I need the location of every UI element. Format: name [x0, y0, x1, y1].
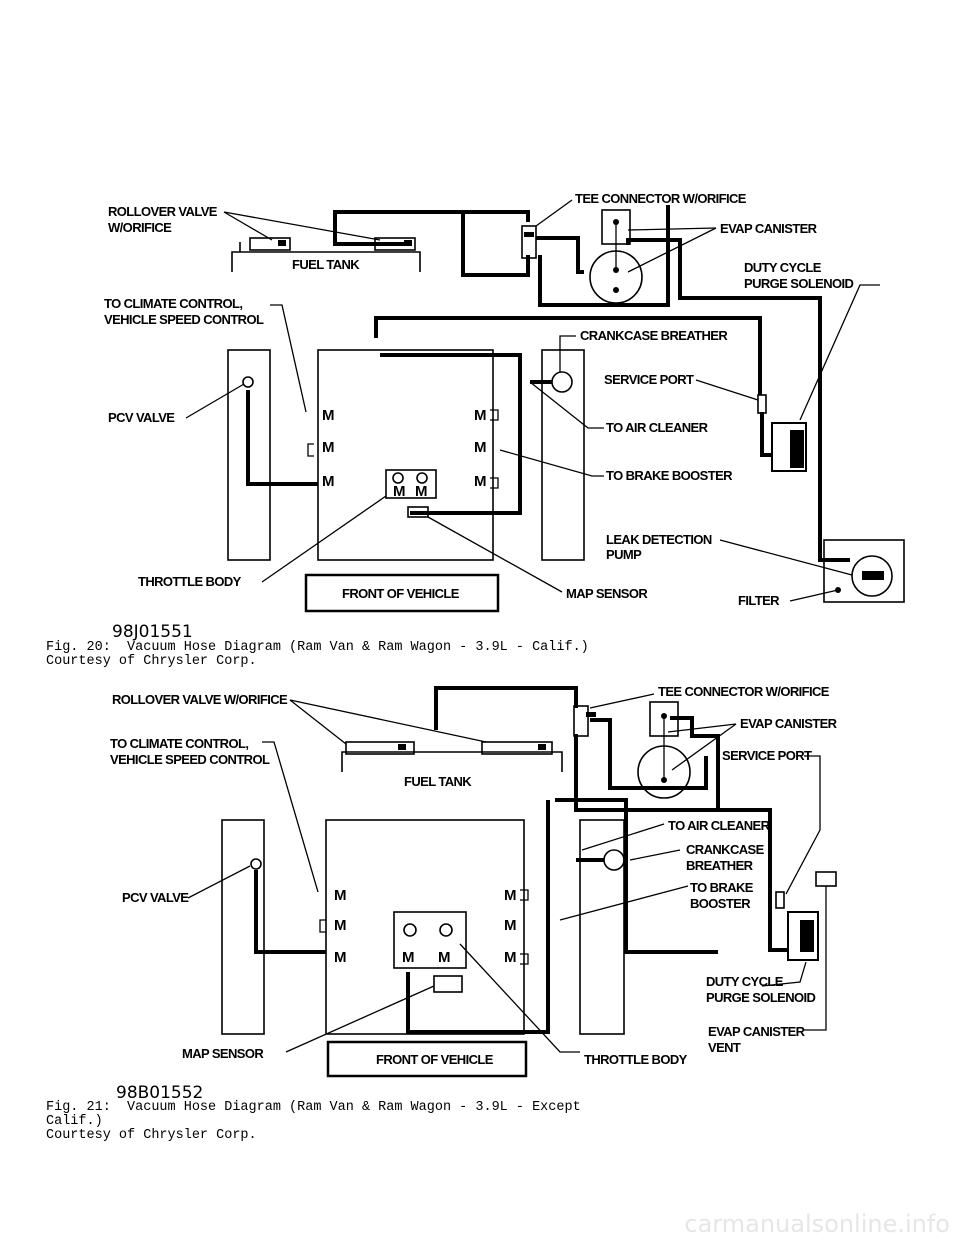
m-port: M — [474, 439, 487, 456]
label-booster: BOOSTER — [690, 896, 751, 911]
label-front-of-vehicle: FRONT OF VEHICLE — [376, 1052, 494, 1067]
label-service-port: SERVICE PORT — [604, 372, 694, 387]
label-to-air-cleaner: TO AIR CLEANER — [606, 420, 709, 435]
m-port: M — [438, 949, 451, 966]
watermark: carmanualsonline.info — [684, 1210, 950, 1238]
m-port: M — [334, 949, 347, 966]
pcv-valve — [242, 376, 318, 486]
leak-detection-pump — [818, 525, 905, 603]
m-ports-fig20: M M M M M M M M — [307, 407, 499, 500]
m-port: M — [504, 949, 517, 966]
label-evap-canister: EVAP CANISTER — [740, 716, 838, 731]
m-port: M — [474, 473, 487, 490]
m-port: M — [322, 439, 335, 456]
hose-front-loop — [406, 800, 550, 1034]
label-crankcase: CRANKCASE — [686, 842, 765, 857]
label-fuel-tank: FUEL TANK — [292, 257, 360, 272]
hose-main-run — [574, 734, 790, 952]
hose-canister-to-engine — [538, 205, 670, 307]
front-of-vehicle-box — [326, 1040, 528, 1078]
label-evap-canister-vent: EVAP CANISTER — [708, 1024, 806, 1039]
label-fuel-tank: FUEL TANK — [404, 774, 472, 789]
hose-canister-to-purge — [670, 716, 720, 812]
evap-canister — [637, 701, 691, 799]
m-port: M — [393, 483, 406, 500]
label-vehicle-speed-control: VEHICLE SPEED CONTROL — [110, 752, 270, 767]
hose-tank-to-tee — [461, 212, 530, 277]
pcv-valve — [250, 858, 326, 954]
m-port: M — [504, 887, 517, 904]
label-evap-canister: EVAP CANISTER — [720, 221, 818, 236]
label-filter: FILTER — [738, 593, 780, 608]
figure-code: 98B01552 — [116, 1083, 203, 1100]
label-front-of-vehicle: FRONT OF VEHICLE — [342, 586, 460, 601]
caption-fig20: Fig. 20: Vacuum Hose Diagram (Ram Van & … — [46, 640, 589, 669]
m-port: M — [504, 917, 517, 934]
leader-lines-fig21 — [187, 693, 827, 1053]
fuel-tank — [341, 741, 563, 772]
vacuum-hose-diagram-calif: M M M M M M M M ROLLOVER VALVE W/ORIFICE… — [104, 191, 905, 642]
tee-connector — [521, 225, 537, 259]
duty-cycle-purge-solenoid — [775, 871, 837, 1025]
hose-throttle-loop — [380, 353, 522, 515]
label-map-sensor: MAP SENSOR — [182, 1046, 264, 1061]
m-port: M — [402, 949, 415, 966]
hose-tee-to-canister — [590, 718, 708, 790]
evap-canister — [589, 209, 643, 304]
m-port: M — [334, 887, 347, 904]
caption-fig21: Fig. 21: Vacuum Hose Diagram (Ram Van & … — [46, 1100, 581, 1143]
label-leak-detection: LEAK DETECTION — [606, 532, 712, 547]
hose-purge-route — [626, 238, 822, 525]
label-climate-control: TO CLIMATE CONTROL, — [110, 736, 248, 751]
label-pump: PUMP — [606, 547, 642, 562]
label-throttle-body: THROTTLE BODY — [584, 1052, 688, 1067]
front-of-vehicle-box — [304, 573, 500, 613]
engine-outline — [221, 819, 625, 1035]
label-service-port: SERVICE PORT — [722, 748, 812, 763]
label-breather: BREATHER — [686, 858, 754, 873]
throttle-body — [393, 911, 467, 993]
label-rollover-valve: ROLLOVER VALVE W/ORIFICE — [112, 692, 288, 707]
tee-connector — [573, 705, 596, 737]
figure-code: 98J01551 — [112, 622, 193, 642]
label-purge-solenoid: PURGE SOLENOID — [744, 276, 854, 291]
engine-outline — [227, 349, 585, 561]
label-rollover-valve-2: W/ORIFICE — [108, 220, 172, 235]
hose-tee-loop — [434, 686, 578, 730]
duty-cycle-purge-solenoid — [757, 394, 807, 472]
label-climate-control: TO CLIMATE CONTROL, — [104, 296, 242, 311]
label-map-sensor: MAP SENSOR — [566, 586, 648, 601]
label-throttle-body: THROTTLE BODY — [138, 574, 242, 589]
label-tee-connector: TEE CONNECTOR W/ORIFICE — [575, 191, 747, 206]
label-purge-solenoid: PURGE SOLENOID — [706, 990, 816, 1005]
m-port: M — [334, 917, 347, 934]
label-to-brake: TO BRAKE — [690, 880, 754, 895]
m-port: M — [474, 407, 487, 424]
label-tee-connector: TEE CONNECTOR W/ORIFICE — [658, 684, 830, 699]
hose-tee-to-canister — [536, 236, 584, 274]
label-duty-cycle: DUTY CYCLE — [744, 260, 822, 275]
label-vent: VENT — [708, 1040, 741, 1055]
label-pcv-valve: PCV VALVE — [108, 410, 175, 425]
leader-lines-fig20 — [185, 199, 880, 602]
label-duty-cycle: DUTY CYCLE — [706, 974, 784, 989]
label-pcv-valve: PCV VALVE — [122, 890, 189, 905]
crankcase-breather — [576, 849, 625, 871]
hose-vsc-main — [374, 316, 762, 395]
m-port: M — [415, 483, 428, 500]
crankcase-breather — [530, 371, 573, 393]
m-port: M — [322, 407, 335, 424]
label-vehicle-speed-control: VEHICLE SPEED CONTROL — [104, 312, 264, 327]
hose-rollover-to-tee — [333, 210, 530, 246]
m-ports-fig21: M M M M M M M M — [319, 887, 529, 966]
label-to-air-cleaner: TO AIR CLEANER — [668, 818, 771, 833]
label-rollover-valve: ROLLOVER VALVE — [108, 204, 218, 219]
m-port: M — [322, 473, 335, 490]
label-crankcase-breather: CRANKCASE BREATHER — [580, 328, 728, 343]
vacuum-hose-diagram-except-calif: M M M M M M M M ROLLOVER VALVE W/ORIFICE… — [110, 684, 838, 1100]
label-to-brake-booster: TO BRAKE BOOSTER — [606, 468, 733, 483]
throttle-body — [385, 469, 437, 518]
hose-engine-to-purge — [555, 798, 718, 954]
